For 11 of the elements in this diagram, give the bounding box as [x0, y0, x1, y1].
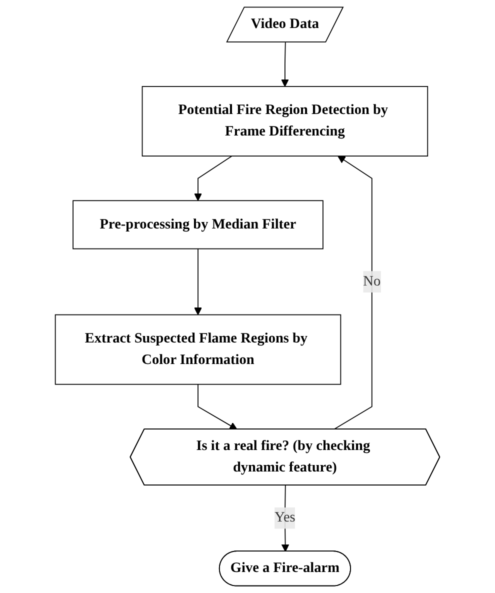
arrow — [198, 384, 238, 430]
arrow — [333, 156, 372, 430]
arrow — [281, 42, 289, 87]
arrow — [194, 156, 232, 201]
edge-label: No — [363, 274, 381, 289]
arrow — [194, 248, 202, 316]
node-box: Extract Suspected Flame Regions by Color Information — [54, 314, 342, 385]
node-box: Potential Fire Region Detection by Frame Differencing — [142, 86, 428, 156]
arrow — [281, 485, 290, 552]
node-box: Pre-processing by Median Filter — [72, 200, 324, 250]
edge-label: Yes — [274, 510, 296, 526]
